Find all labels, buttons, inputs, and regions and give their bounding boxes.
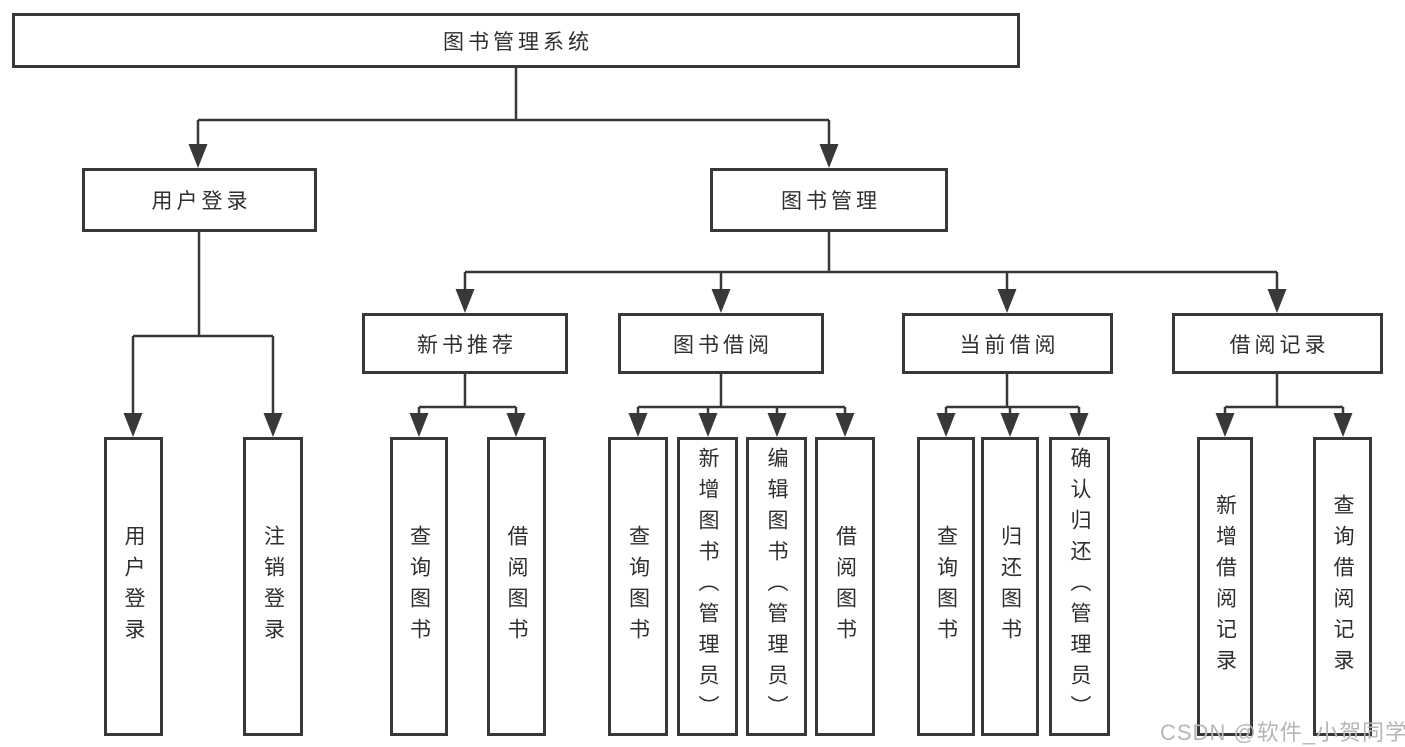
node-label: 当前借阅 bbox=[959, 333, 1060, 357]
leaf-confirm-return-admin: 确认归还（管理员） bbox=[1049, 437, 1110, 736]
node-label: 确认归还（管理员） bbox=[1068, 447, 1091, 726]
leaf-return-books: 归还图书 bbox=[981, 437, 1039, 736]
node-book-management: 图书管理 bbox=[710, 168, 948, 232]
leaf-add-borrow-record: 新增借阅记录 bbox=[1197, 437, 1253, 736]
node-borrowing-records: 借阅记录 bbox=[1172, 313, 1383, 374]
node-label: 注销登录 bbox=[261, 524, 285, 649]
node-label: 新增图书（管理员） bbox=[696, 447, 719, 726]
node-new-book-recommendation: 新书推荐 bbox=[362, 313, 568, 374]
node-label: 用户登录 bbox=[122, 524, 145, 649]
node-current-borrowing: 当前借阅 bbox=[902, 313, 1113, 374]
node-label: 图书管理系统 bbox=[443, 30, 593, 54]
node-label: 借阅图书 bbox=[833, 524, 857, 649]
node-label: 查询图书 bbox=[407, 524, 431, 649]
node-label: 图书借阅 bbox=[673, 333, 773, 357]
node-label: 查询借阅记录 bbox=[1331, 493, 1354, 680]
leaf-logout: 注销登录 bbox=[243, 437, 303, 736]
node-user-login: 用户登录 bbox=[82, 168, 317, 232]
leaf-user-login: 用户登录 bbox=[104, 437, 163, 736]
node-label: 查询图书 bbox=[934, 524, 958, 649]
node-book-borrowing: 图书借阅 bbox=[618, 313, 824, 374]
leaf-borrow-books: 借阅图书 bbox=[487, 437, 546, 736]
node-library-management-system: 图书管理系统 bbox=[12, 13, 1020, 68]
node-label: 借阅图书 bbox=[505, 524, 528, 649]
leaf-query-books: 查询图书 bbox=[390, 437, 448, 736]
csdn-watermark: CSDN @软件_小贺同学 bbox=[1160, 720, 1405, 745]
leaf-query-books: 查询图书 bbox=[917, 437, 975, 736]
node-label: 编辑图书（管理员） bbox=[765, 447, 788, 726]
node-label: 归还图书 bbox=[998, 524, 1022, 649]
leaf-edit-books-admin: 编辑图书（管理员） bbox=[746, 437, 807, 736]
leaf-borrow-books: 借阅图书 bbox=[815, 437, 875, 736]
leaf-query-books: 查询图书 bbox=[608, 437, 668, 736]
node-label: 用户登录 bbox=[151, 190, 252, 213]
node-label: 借阅记录 bbox=[1229, 333, 1330, 357]
node-label: 新书推荐 bbox=[417, 333, 517, 357]
node-label: 查询图书 bbox=[626, 524, 650, 649]
leaf-add-books-admin: 新增图书（管理员） bbox=[677, 437, 738, 736]
node-label: 图书管理 bbox=[781, 190, 881, 213]
node-label: 新增借阅记录 bbox=[1213, 493, 1237, 680]
leaf-query-borrow-record: 查询借阅记录 bbox=[1313, 437, 1372, 736]
